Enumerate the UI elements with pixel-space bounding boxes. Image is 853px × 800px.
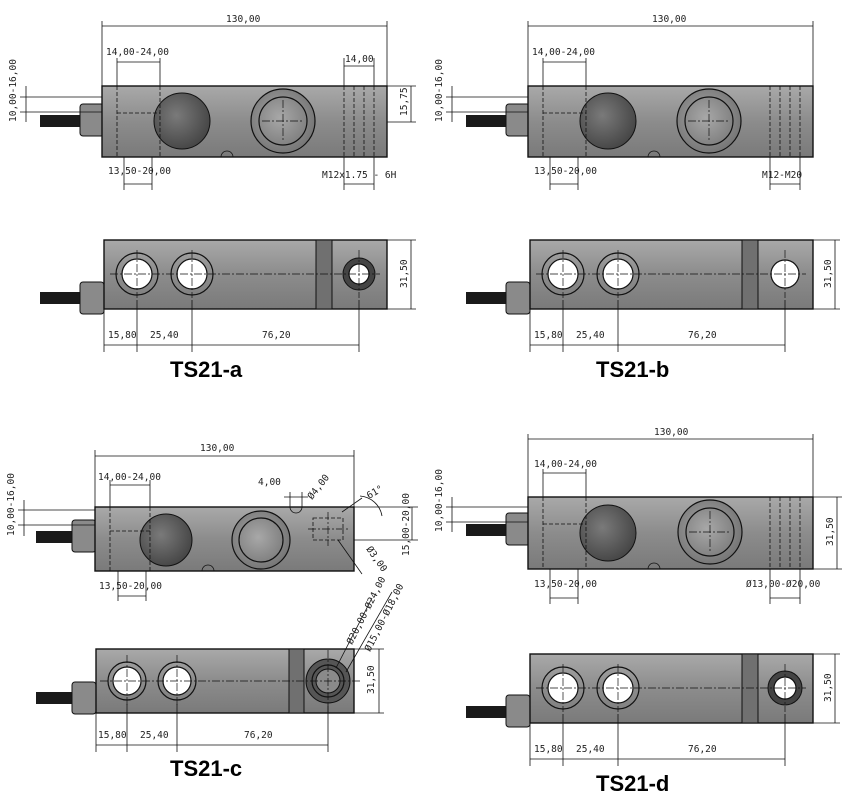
dim-thread: M12x1.75 - 6H <box>322 170 397 181</box>
cable <box>466 706 511 718</box>
cable <box>466 292 511 304</box>
plan-view-d: 15,80 25,40 76,20 31,50 <box>466 653 840 766</box>
cable-gland <box>79 281 105 315</box>
dim-left-vertical: 10,00-16,00 <box>6 473 17 536</box>
dim-plan-3: 76,20 <box>688 744 717 755</box>
cable-gland <box>79 103 105 137</box>
dim-plan-2: 25,40 <box>150 330 179 341</box>
cable <box>466 524 511 536</box>
dim-lower-left: 13,50-20,00 <box>534 579 597 590</box>
dim-overall: 130,00 <box>654 427 689 438</box>
dim-left-vertical: 10,00-16,00 <box>434 469 445 532</box>
dim-upper-left: 14,00-24,00 <box>532 47 595 58</box>
front-view-a: 130,00 14,00-24,00 10,00-16,00 13,50-20,… <box>8 14 416 190</box>
dim-angle: 61° <box>365 483 385 501</box>
mount-boss <box>579 504 637 562</box>
dim-plan-height: 31,50 <box>399 259 410 288</box>
front-view-d: 130,00 14,00-24,00 10,00-16,00 13,50-20,… <box>434 427 842 604</box>
cable <box>40 292 85 304</box>
plan-view-b: 15,80 25,40 76,20 31,50 <box>466 239 840 352</box>
dim-plan-2: 25,40 <box>140 730 169 741</box>
dim-upper-left: 14,00-24,00 <box>98 472 161 483</box>
dim-plan-2: 25,40 <box>576 744 605 755</box>
plan-view-c: Ø20,00-Ø24,00 Ø15,00-Ø18,00 15,80 25,40 … <box>36 575 407 752</box>
view-ts21-a: 130,00 14,00-24,00 10,00-16,00 13,50-20,… <box>8 14 416 382</box>
view-title-d: TS21-d <box>596 771 669 796</box>
front-view-b: 130,00 14,00-24,00 10,00-16,00 13,50-20,… <box>434 14 814 190</box>
load-cell-body <box>527 85 814 158</box>
dim-plan-3: 76,20 <box>244 730 273 741</box>
dim-lower-left: 13,50-20,00 <box>108 166 171 177</box>
cable-gland <box>505 103 531 137</box>
dim-plan-height: 31,50 <box>366 665 377 694</box>
cable-gland <box>505 512 531 546</box>
view-ts21-c: 130,00 14,00-24,00 4,00 Ø4,00 61° 10,00-… <box>6 443 418 781</box>
dim-top-right: 14,00 <box>345 54 374 65</box>
gauge-area <box>231 510 291 570</box>
dim-bore: Ø13,00-Ø20,00 <box>746 579 821 590</box>
view-title-c: TS21-c <box>170 756 242 781</box>
cable-gland <box>71 681 97 715</box>
mount-boss <box>139 513 193 567</box>
dim-plan-1: 15,80 <box>534 330 563 341</box>
dim-overall: 130,00 <box>200 443 235 454</box>
dim-thread: M12-M20 <box>762 170 802 181</box>
view-title-b: TS21-b <box>596 357 669 382</box>
mount-boss <box>153 92 211 150</box>
load-cell-body <box>94 506 355 572</box>
dim-plan-2: 25,40 <box>576 330 605 341</box>
dim-lower-left: 13,50-20,00 <box>534 166 597 177</box>
load-cell-body <box>527 496 814 570</box>
dim-overall: 130,00 <box>652 14 687 25</box>
front-view-c: 130,00 14,00-24,00 4,00 Ø4,00 61° 10,00-… <box>6 443 418 601</box>
cable <box>40 115 85 127</box>
dim-plan-3: 76,20 <box>688 330 717 341</box>
dim-upper-left: 14,00-24,00 <box>106 47 169 58</box>
dim-right-vertical: 31,50 <box>825 517 836 546</box>
view-title-a: TS21-a <box>170 357 243 382</box>
dim-lower-left: 13,50-20,00 <box>99 581 162 592</box>
dim-right-vertical: 15,75 <box>399 87 410 116</box>
cable <box>36 692 78 704</box>
dim-plan-height: 31,50 <box>823 673 834 702</box>
dim-dia-mid: Ø3,00 <box>364 544 390 574</box>
dim-plan-1: 15,80 <box>108 330 137 341</box>
view-ts21-b: 130,00 14,00-24,00 10,00-16,00 13,50-20,… <box>434 14 840 382</box>
dim-top-mid: 4,00 <box>258 477 281 488</box>
dim-left-vertical: 10,00-16,00 <box>434 59 445 122</box>
cable <box>36 531 78 543</box>
dim-right-vertical: 15,00-20,00 <box>401 493 412 556</box>
mount-boss <box>579 92 637 150</box>
dim-left-vertical: 10,00-16,00 <box>8 59 19 122</box>
cable-gland <box>505 281 531 315</box>
dim-upper-left: 14,00-24,00 <box>534 459 597 470</box>
cable-gland <box>505 694 531 728</box>
dim-overall: 130,00 <box>226 14 261 25</box>
dim-plan-height: 31,50 <box>823 259 834 288</box>
dim-plan-3: 76,20 <box>262 330 291 341</box>
cable <box>466 115 511 127</box>
plan-view-a: 15,80 25,40 76,20 31,50 <box>40 239 416 352</box>
dim-dia-small: Ø4,00 <box>306 472 332 502</box>
view-ts21-d: 130,00 14,00-24,00 10,00-16,00 13,50-20,… <box>434 427 842 796</box>
notch <box>220 150 234 158</box>
load-cell-body <box>101 85 388 158</box>
dim-plan-1: 15,80 <box>98 730 127 741</box>
dim-plan-1: 15,80 <box>534 744 563 755</box>
